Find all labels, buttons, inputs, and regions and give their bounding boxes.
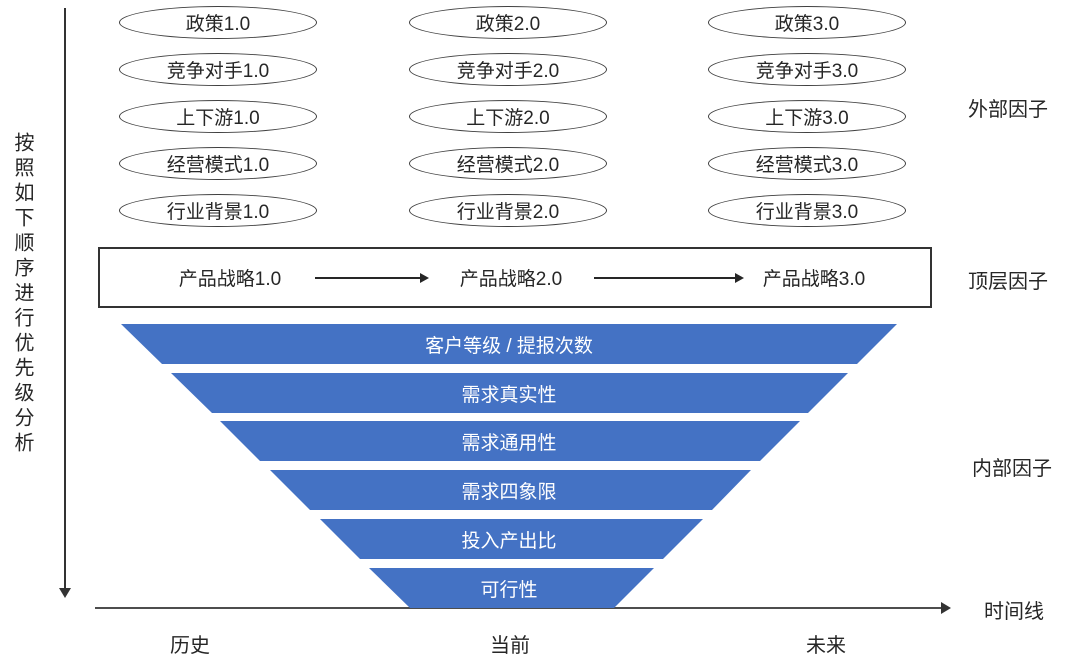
- strategy-item: 产品战略2.0: [459, 269, 563, 290]
- timeline-label: 时间线: [984, 601, 1044, 623]
- timeline-tick: 当前: [490, 635, 530, 657]
- strategy-item: 产品战略3.0: [762, 269, 866, 290]
- factor-ellipse: 竞争对手3.0: [708, 53, 906, 86]
- priority-axis-label: 按照如下顺序进行优先级分析: [11, 132, 33, 457]
- timeline-tick: 未来: [806, 635, 846, 657]
- factor-ellipse: 政策1.0: [119, 6, 317, 39]
- factor-ellipse: 行业背景1.0: [119, 194, 317, 227]
- strategy-item: 产品战略1.0: [178, 269, 282, 290]
- priority-axis-line: [64, 8, 66, 590]
- factor-ellipse: 政策2.0: [409, 6, 607, 39]
- external-factors-label: 外部因子: [968, 99, 1048, 121]
- factor-ellipse: 竞争对手2.0: [409, 53, 607, 86]
- priority-funnel: 客户等级 / 提报次数 需求真实性 需求通用性 需求四象限 投入产出比 可行性: [121, 324, 897, 608]
- internal-factors-label: 内部因子: [972, 458, 1052, 480]
- factor-ellipse: 上下游1.0: [119, 100, 317, 133]
- factor-ellipse: 行业背景2.0: [409, 194, 607, 227]
- factor-ellipse: 经营模式1.0: [119, 147, 317, 180]
- funnel-level: 客户等级 / 提报次数: [121, 324, 897, 364]
- down-arrow-icon: [59, 588, 71, 598]
- funnel-level: 需求四象限: [270, 470, 751, 510]
- top-factors-label: 顶层因子: [968, 271, 1048, 293]
- right-arrow-icon: [315, 273, 429, 283]
- factor-column-2: 政策2.0 竞争对手2.0 上下游2.0 经营模式2.0 行业背景2.0: [409, 6, 607, 227]
- funnel-level: 投入产出比: [320, 519, 703, 559]
- factor-ellipse: 上下游3.0: [708, 100, 906, 133]
- factor-column-3: 政策3.0 竞争对手3.0 上下游3.0 经营模式3.0 行业背景3.0: [708, 6, 906, 227]
- right-arrow-icon: [594, 273, 744, 283]
- right-arrow-icon: [941, 602, 951, 614]
- factor-ellipse: 行业背景3.0: [708, 194, 906, 227]
- factor-column-1: 政策1.0 竞争对手1.0 上下游1.0 经营模式1.0 行业背景1.0: [119, 6, 317, 227]
- factor-ellipse: 经营模式3.0: [708, 147, 906, 180]
- funnel-level: 需求真实性: [171, 373, 848, 413]
- timeline-axis-line: [95, 607, 943, 609]
- factor-ellipse: 竞争对手1.0: [119, 53, 317, 86]
- product-strategy-box: 产品战略1.0 产品战略2.0 产品战略3.0: [98, 247, 932, 308]
- funnel-level: 需求通用性: [220, 421, 800, 461]
- funnel-level: 可行性: [369, 568, 654, 608]
- factor-ellipse: 经营模式2.0: [409, 147, 607, 180]
- factor-ellipse: 政策3.0: [708, 6, 906, 39]
- timeline-tick: 历史: [170, 635, 210, 657]
- factor-ellipse: 上下游2.0: [409, 100, 607, 133]
